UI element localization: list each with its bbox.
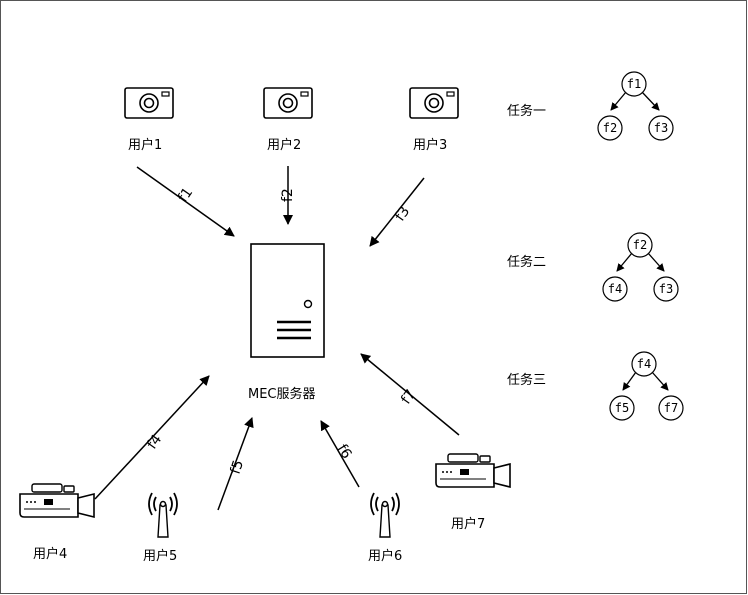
flow-arrow-f5 (217, 417, 254, 511)
task-2-label: 任务二 (507, 254, 546, 270)
user-2-label: 用户2 (267, 137, 301, 153)
flow-label-f3: f3 (392, 204, 413, 225)
antenna-icon (148, 492, 178, 538)
task-3-left-text: f5 (615, 401, 629, 415)
task-2-root-node (627, 232, 653, 258)
antenna-icon (370, 492, 400, 538)
flow-arrow-f4 (94, 375, 210, 500)
task-1-tree: f1 f2 f3 (597, 71, 674, 141)
task-1-label: 任务一 (507, 103, 546, 119)
task-3-root-node (631, 351, 657, 377)
task-1-root-text: f1 (627, 77, 641, 91)
user-6-label: 用户6 (368, 548, 402, 564)
flow-label-f6: f6 (334, 442, 355, 462)
user-4-label: 用户4 (33, 546, 67, 562)
task-2-left-text: f4 (608, 282, 622, 296)
camera-icon (263, 87, 313, 119)
flow-arrow-f1 (136, 166, 235, 237)
flow-label-f4: f4 (144, 432, 165, 453)
video-camera-icon (19, 483, 95, 519)
task-1-left-node (597, 115, 623, 141)
task-3-root-text: f4 (637, 357, 651, 371)
video-camera-icon (435, 453, 511, 489)
task-1-left-text: f2 (603, 121, 617, 135)
camera-icon (409, 87, 459, 119)
task-2-left-node (602, 276, 628, 302)
task-2-tree: f2 f4 f3 (602, 232, 679, 302)
flow-label-f5: f5 (228, 458, 247, 476)
task-3-right-node (658, 395, 684, 421)
task-1-right-text: f3 (654, 121, 668, 135)
flow-label-f2: f2 (280, 188, 296, 202)
task-3-left-node (609, 395, 635, 421)
task-2-right-node (653, 276, 679, 302)
task-1-right-node (648, 115, 674, 141)
flow-arrow-f6 (320, 420, 360, 488)
task-2-right-text: f3 (659, 282, 673, 296)
camera-icon (124, 87, 174, 119)
server-label: MEC服务器 (248, 386, 316, 402)
task-1-root-node (621, 71, 647, 97)
user-7-label: 用户7 (451, 516, 485, 532)
task-3-right-text: f7 (664, 401, 678, 415)
user-1-label: 用户1 (128, 137, 162, 153)
task-2-root-text: f2 (633, 238, 647, 252)
user-3-label: 用户3 (413, 137, 447, 153)
flow-arrow-f7 (360, 353, 460, 436)
user-5-label: 用户5 (143, 548, 177, 564)
task-3-label: 任务三 (507, 372, 546, 388)
task-3-tree: f4 f5 f7 (609, 351, 684, 421)
flow-arrow-f3 (369, 177, 425, 247)
flow-label-f7: f7 (398, 387, 419, 408)
flow-label-f1: f1 (175, 185, 196, 206)
server-icon (250, 243, 325, 358)
